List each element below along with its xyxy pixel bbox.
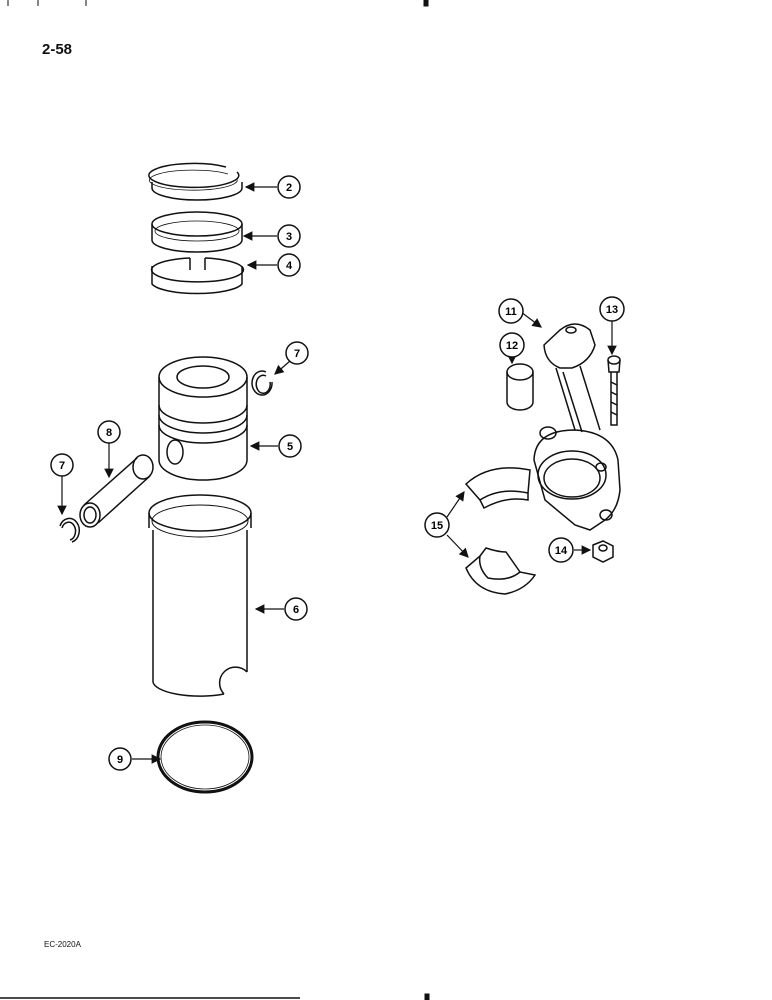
callout-12: 12 bbox=[499, 332, 525, 358]
svg-text:2: 2 bbox=[286, 182, 292, 194]
leader-lines bbox=[57, 182, 617, 764]
svg-text:13: 13 bbox=[606, 304, 618, 316]
piston bbox=[158, 356, 248, 481]
svg-text:5: 5 bbox=[287, 441, 293, 453]
callout-5: 5 bbox=[278, 434, 302, 458]
svg-text:4: 4 bbox=[286, 260, 293, 272]
svg-text:14: 14 bbox=[555, 545, 568, 557]
bearing-shell-lower bbox=[465, 547, 537, 595]
cylinder-liner bbox=[148, 494, 252, 697]
svg-text:7: 7 bbox=[59, 460, 65, 472]
svg-text:12: 12 bbox=[506, 340, 518, 352]
circlip-left bbox=[59, 517, 80, 543]
page-number: 2-58 bbox=[42, 41, 73, 58]
callout-6: 6 bbox=[284, 597, 308, 621]
bearing-shell-upper bbox=[464, 467, 531, 510]
small-end-bushing bbox=[506, 363, 534, 411]
piston-ring-second bbox=[151, 211, 243, 253]
callout-4: 4 bbox=[277, 253, 301, 277]
o-ring bbox=[156, 720, 254, 794]
circlip-right bbox=[251, 370, 273, 396]
piston-pin bbox=[79, 454, 154, 528]
svg-text:6: 6 bbox=[293, 604, 299, 616]
callout-15: 15 bbox=[424, 512, 450, 538]
svg-text:7: 7 bbox=[294, 348, 300, 360]
svg-text:11: 11 bbox=[505, 306, 517, 318]
callout-7-left: 7 bbox=[50, 453, 74, 477]
document-code: EC-2020A bbox=[44, 940, 81, 949]
connecting-rod bbox=[533, 323, 621, 531]
svg-text:9: 9 bbox=[117, 754, 123, 766]
piston-ring-top bbox=[148, 162, 243, 201]
callout-14: 14 bbox=[548, 537, 574, 563]
page-edge-marks bbox=[0, 0, 430, 1000]
svg-text:3: 3 bbox=[286, 231, 292, 243]
callout-9: 9 bbox=[108, 747, 132, 771]
callout-2: 2 bbox=[277, 175, 301, 199]
svg-text:15: 15 bbox=[431, 520, 443, 532]
oil-control-ring bbox=[150, 257, 245, 295]
connecting-rod-nut bbox=[592, 540, 614, 563]
callout-8: 8 bbox=[97, 420, 121, 444]
callout-7-right: 7 bbox=[285, 341, 309, 365]
connecting-rod-bolt bbox=[607, 355, 621, 426]
callout-11: 11 bbox=[498, 298, 524, 324]
callout-13: 13 bbox=[599, 296, 625, 322]
svg-text:8: 8 bbox=[106, 427, 112, 439]
callout-3: 3 bbox=[277, 224, 301, 248]
